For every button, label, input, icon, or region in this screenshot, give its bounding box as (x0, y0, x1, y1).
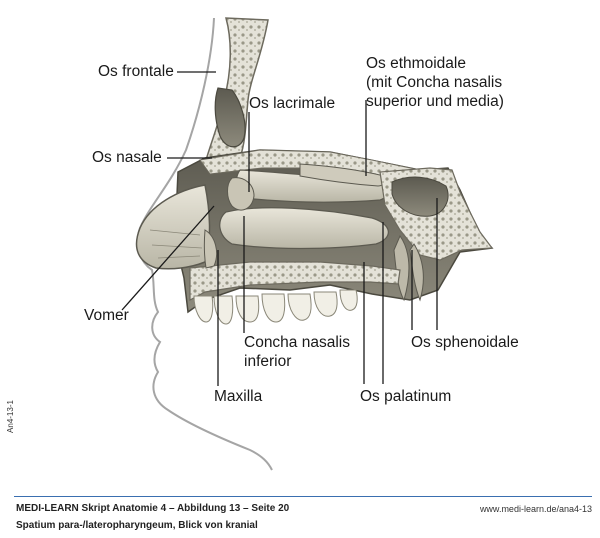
label-concha-inferior-2: inferior (244, 353, 292, 370)
label-os-lacrimale: Os lacrimale (249, 95, 336, 112)
concha-inferior-shape (219, 207, 389, 250)
label-os-ethmoidale-1: Os ethmoidale (366, 55, 466, 72)
sphenoid-sinus (391, 176, 449, 217)
label-os-palatinum: Os palatinum (360, 388, 452, 405)
label-vomer: Vomer (84, 307, 129, 324)
os-lacrimale-shape (227, 177, 255, 211)
face-outline (136, 17, 273, 471)
footer-url: www.medi-learn.de/ana4-13 (479, 504, 592, 514)
frontal-sinus (214, 87, 246, 148)
footer-title: MEDI-LEARN Skript Anatomie 4 – Abbildung… (16, 503, 290, 514)
label-concha-inferior-1: Concha nasalis (244, 334, 350, 351)
label-os-frontale: Os frontale (98, 63, 174, 80)
label-os-ethmoidale-3: superior und media) (366, 93, 504, 110)
label-maxilla: Maxilla (214, 388, 263, 405)
pterygoid-process (393, 234, 424, 302)
vomer-shape (203, 229, 218, 269)
teeth (193, 289, 358, 325)
label-os-sphenoidale: Os sphenoidale (411, 334, 519, 351)
palate (189, 261, 401, 301)
label-os-nasale: Os nasale (92, 149, 162, 166)
footer-divider (14, 496, 592, 497)
leader-lines (121, 71, 438, 386)
footer-subtitle: Spatium para-/lateropharyngeum, Blick vo… (16, 520, 258, 531)
label-os-ethmoidale-2: (mit Concha nasalis (366, 74, 503, 91)
figure-code: An4-13-1 (5, 400, 15, 433)
